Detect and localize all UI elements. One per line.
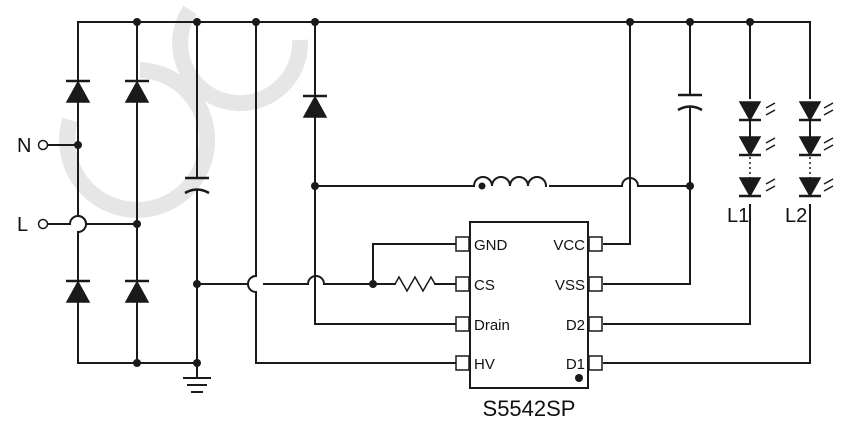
pin-label-cs: CS (474, 277, 495, 294)
pin1-marker (575, 374, 583, 382)
led-icon (798, 177, 822, 198)
pin-label-d2: D2 (566, 317, 585, 334)
pin-label-hv: HV (474, 356, 495, 373)
led-string-label-l1: L1 (727, 205, 749, 227)
led-string-l2: L2 (785, 101, 834, 227)
rectifier-diode-3 (65, 279, 91, 303)
pin-label-vss: VSS (555, 277, 585, 294)
led-string-label-l2: L2 (785, 205, 807, 227)
wiring (47, 21, 811, 379)
input-terminal-l: L (17, 214, 49, 236)
rectifier-diode-1 (65, 79, 91, 103)
ground-icon (183, 377, 211, 393)
led-icon (738, 136, 762, 157)
pin-label-vcc: VCC (553, 237, 585, 254)
junction-dots (74, 18, 754, 367)
watermark (59, 5, 309, 218)
led-icon (798, 136, 822, 157)
ic-chip: GND CS Drain HV VCC VSS D2 D1 S5542SP (455, 221, 603, 421)
rectifier-diode-4 (124, 279, 150, 303)
output-capacitor (677, 93, 703, 112)
pin-label-d1: D1 (566, 356, 585, 373)
line-label: L (17, 214, 28, 236)
led-string-l1: L1 (727, 101, 776, 227)
pin-label-drain: Drain (474, 317, 510, 334)
rectifier-diode-2 (124, 79, 150, 103)
led-icon (798, 101, 822, 122)
pin-label-gnd: GND (474, 237, 508, 254)
input-terminal-n: N (17, 135, 49, 157)
led-icon (738, 101, 762, 122)
light-emission-arrows (823, 102, 834, 192)
light-emission-arrows (765, 102, 776, 192)
chip-part-number: S5542SP (483, 396, 576, 421)
bridge-rectifier (65, 79, 150, 303)
filter-capacitor (184, 176, 210, 195)
freewheel-diode (302, 94, 328, 118)
neutral-label: N (17, 135, 31, 157)
led-icon (738, 177, 762, 198)
